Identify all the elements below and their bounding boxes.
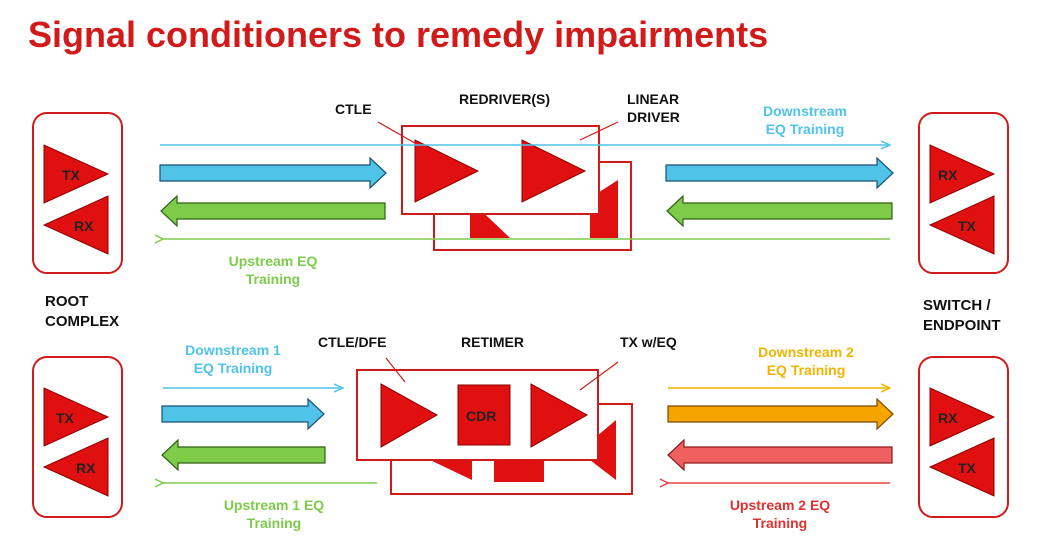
cdr-label: CDR <box>466 408 496 424</box>
retimer-label: RETIMER <box>461 334 524 350</box>
tx-triangle-icon <box>928 437 995 497</box>
rx-triangle-icon <box>42 195 109 255</box>
downstream1-arrow <box>161 397 325 431</box>
left-bottom-rx-label: RX <box>76 460 96 476</box>
back-triangle-icon <box>430 460 472 480</box>
ctle-triangle-icon <box>414 139 480 203</box>
tx-eq-triangle-icon <box>530 383 589 448</box>
left-top-tx-label: TX <box>62 167 81 183</box>
left-bottom-tx-label: TX <box>56 410 75 426</box>
tx-eq-pointer-line <box>579 361 619 391</box>
redriver-label: REDRIVER(S) <box>459 91 551 107</box>
tx-triangle-icon <box>43 387 110 447</box>
upstream-arrow-left <box>160 194 386 228</box>
tx-eq-label: TX w/EQ <box>620 334 677 350</box>
upstream1-arrow <box>161 438 326 472</box>
downstream2-arrow <box>667 397 894 431</box>
page-title: Signal conditioners to remedy impairment… <box>28 14 769 55</box>
rx-triangle-icon <box>929 144 996 204</box>
tx-triangle-icon <box>43 144 110 204</box>
ctle-label: CTLE <box>335 101 372 117</box>
linear-driver-triangle-icon <box>521 139 587 203</box>
downstream-arrow-right <box>665 156 894 190</box>
ctle-dfe-triangle-icon <box>380 383 439 448</box>
left-top-rx-label: RX <box>74 218 94 234</box>
tx-triangle-icon <box>928 195 995 255</box>
upstream2-arrow <box>667 438 893 472</box>
ctle-dfe-label: CTLE/DFE <box>318 334 387 350</box>
upstream-arrow-right <box>666 194 893 228</box>
back-cdr-block-icon <box>494 460 544 482</box>
rx-triangle-icon <box>42 437 109 497</box>
ctle-pointer-line <box>377 121 421 147</box>
downstream-arrow-left <box>159 156 387 190</box>
rx-triangle-icon <box>929 387 996 447</box>
linear-driver-pointer-line <box>579 121 619 141</box>
back-triangle-icon <box>590 420 616 480</box>
right-top-rx-label: RX <box>938 167 958 183</box>
right-top-tx-label: TX <box>958 218 977 234</box>
cdr-block-icon <box>457 384 511 446</box>
switch-endpoint-label: SWITCH /ENDPOINT <box>923 297 1001 334</box>
right-bottom-tx-label: TX <box>958 460 977 476</box>
ctle-dfe-pointer-line <box>385 357 406 383</box>
right-bottom-rx-label: RX <box>938 410 958 426</box>
